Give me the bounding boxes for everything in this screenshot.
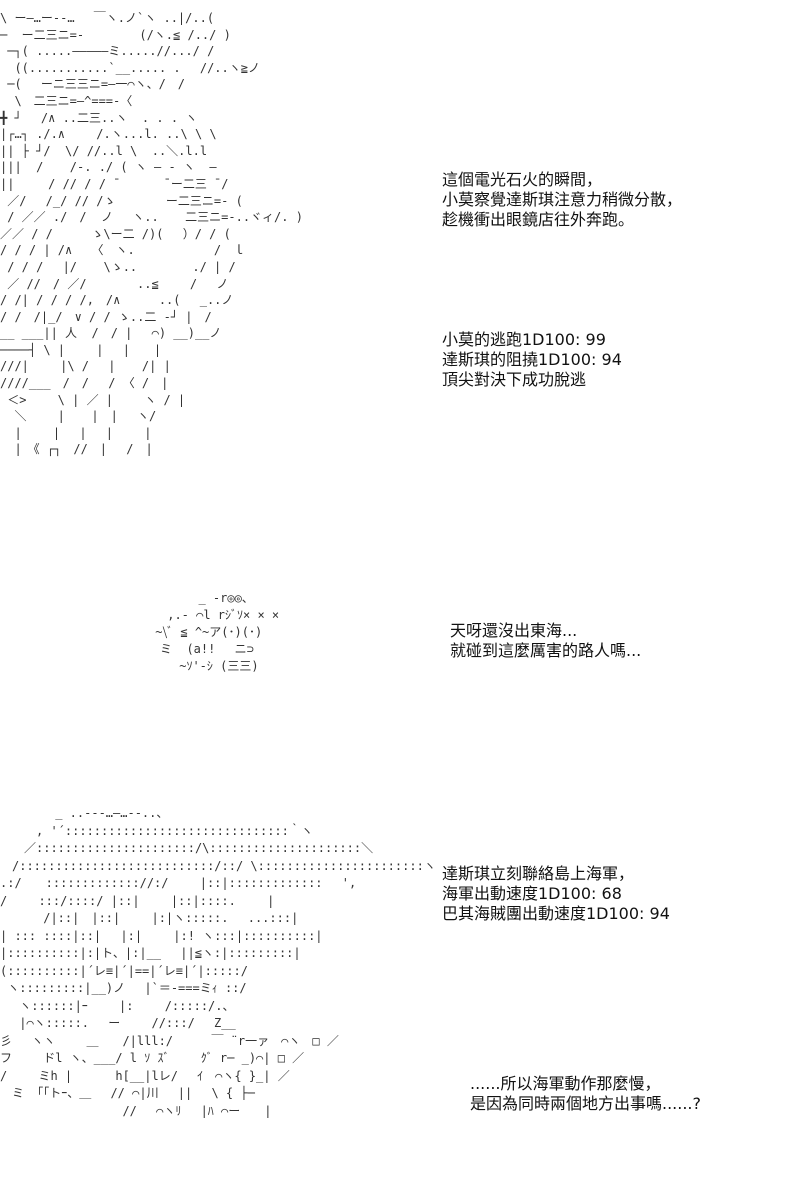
dialogue-question: ......所以海軍動作那麼慢， 是因為同時兩個地方出事嗎......? <box>470 1074 702 1113</box>
ascii-art-character-with-chart: _ ..--‐…―…‐-..、 , '´::::::::::::::::::::… <box>0 806 436 1118</box>
dice-roll-escape: 小莫的逃跑1D100: 99 達斯琪的阻撓1D100: 94 頂尖對決下成功脫逃 <box>442 330 622 389</box>
dialogue-surprise: 天呀還沒出東海... 就碰到這麼厲害的路人嗎... <box>450 621 642 660</box>
dice-roll-navy: 達斯琪立刻聯絡島上海軍， 海軍出動速度1D100: 68 巴其海賊團出動速度1D… <box>442 864 670 923</box>
narration-escape: 這個電光石火的瞬間， 小莫察覺達斯琪注意力稍微分散， 趁機衝出眼鏡店往外奔跑。 <box>442 170 683 229</box>
ascii-art-dizzy-creature: _ -r◎◎、 ,.- ⌒l rｼﾞｿ× × × ~\ﾞ ≦ ^~ア(･)(･)… <box>155 591 280 673</box>
ascii-art-fleeing-character: \ ー―…ー--… ￣ヽ.ノ`ヽ ..|/..( ─ ー二三ニ=- (/ヽ.≦ … <box>0 11 303 457</box>
